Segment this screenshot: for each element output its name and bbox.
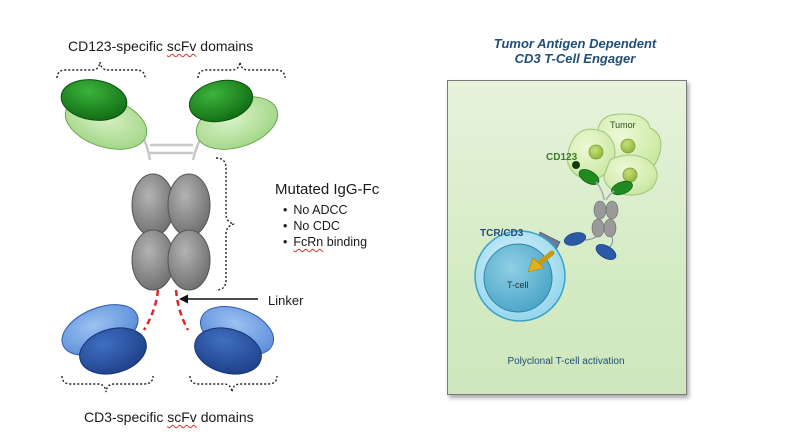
cd123-scfv-label: CD123-specific scFv domains xyxy=(68,38,254,54)
linker-arrow xyxy=(179,294,258,304)
t-cell-label: T-cell xyxy=(507,280,529,290)
linker-label: Linker xyxy=(268,293,304,308)
activation-arrow xyxy=(527,250,555,273)
cd123-receptor xyxy=(572,161,580,169)
fc-title: Mutated IgG-Fc xyxy=(275,181,380,198)
fc-domains xyxy=(131,173,211,291)
fc-bullet: No ADCC xyxy=(283,202,367,218)
cd3-scfv-left xyxy=(61,304,147,375)
panel-caption: Polyclonal T-cell activation xyxy=(507,356,625,367)
bottom-left-brace xyxy=(61,375,154,393)
cd123-label: CD123 xyxy=(546,152,578,163)
top-right-brace xyxy=(197,61,286,79)
fc-bullet: No CDC xyxy=(283,218,367,234)
cd123-scfv-left xyxy=(60,79,148,150)
fc-bullet-list: No ADCC No CDC FcRn binding xyxy=(283,202,367,250)
top-left-brace xyxy=(56,61,146,79)
bottom-right-brace xyxy=(189,375,278,393)
fc-brace xyxy=(215,157,235,291)
panel-title: Tumor Antigen Dependent CD3 T-Cell Engag… xyxy=(440,36,710,66)
panel-title-line1: Tumor Antigen Dependent xyxy=(493,36,657,51)
cd3-scfv-label: CD3-specific scFv domains xyxy=(84,409,254,425)
t-cell xyxy=(474,230,566,322)
panel-title-line2: CD3 T-Cell Engager xyxy=(514,51,636,66)
linker-peptides xyxy=(142,289,190,331)
fc-bullet: FcRn binding xyxy=(283,234,367,250)
engager-molecule xyxy=(563,169,633,260)
cd3-scfv-right xyxy=(194,306,274,375)
tumor-nuclei xyxy=(588,138,638,183)
tumor-label: Tumor xyxy=(610,120,636,130)
cd123-scfv-right xyxy=(188,79,279,150)
tcr-cd3-label: TCR/CD3 xyxy=(480,228,524,239)
